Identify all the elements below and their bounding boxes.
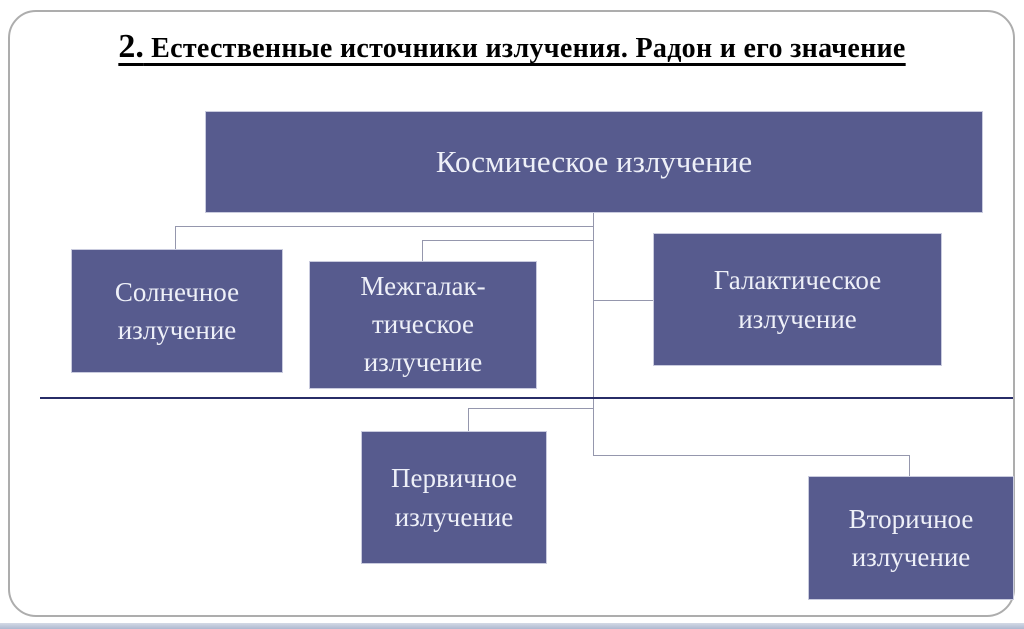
connector-root-stem xyxy=(593,213,594,455)
connector-secondary-drop xyxy=(909,455,910,476)
node-galactic-radiation: Галактическое излучение xyxy=(653,233,942,366)
connector-galactic-horizontal xyxy=(593,300,653,301)
node-intergalactic-radiation: Межгалак- тическое излучение xyxy=(309,261,537,389)
node-cosmic-radiation: Космическое излучение xyxy=(205,111,983,213)
connector-intergalactic-horizontal xyxy=(422,240,594,241)
title-number: 2. xyxy=(118,28,144,65)
connector-primary-drop xyxy=(468,408,469,431)
node-secondary-radiation: Вторичное излучение xyxy=(808,476,1014,600)
connector-secondary-horizontal xyxy=(593,455,909,456)
page-title: 2. Естественные источники излучения. Рад… xyxy=(40,28,984,66)
connector-solar-drop xyxy=(175,226,176,249)
connector-solar-horizontal xyxy=(175,226,594,227)
node-solar-radiation: Солнечное излучение xyxy=(71,249,283,373)
bottom-accent-bar xyxy=(0,623,1024,629)
title-text: Естественные источники излучения. Радон … xyxy=(143,33,906,64)
connector-primary-horizontal xyxy=(468,408,594,409)
slide-frame xyxy=(8,10,1015,617)
divider-line xyxy=(40,397,1013,399)
connector-intergalactic-drop xyxy=(422,240,423,261)
node-primary-radiation: Первичное излучение xyxy=(361,431,547,564)
page-title-underlined: 2. Естественные источники излучения. Рад… xyxy=(118,28,905,65)
